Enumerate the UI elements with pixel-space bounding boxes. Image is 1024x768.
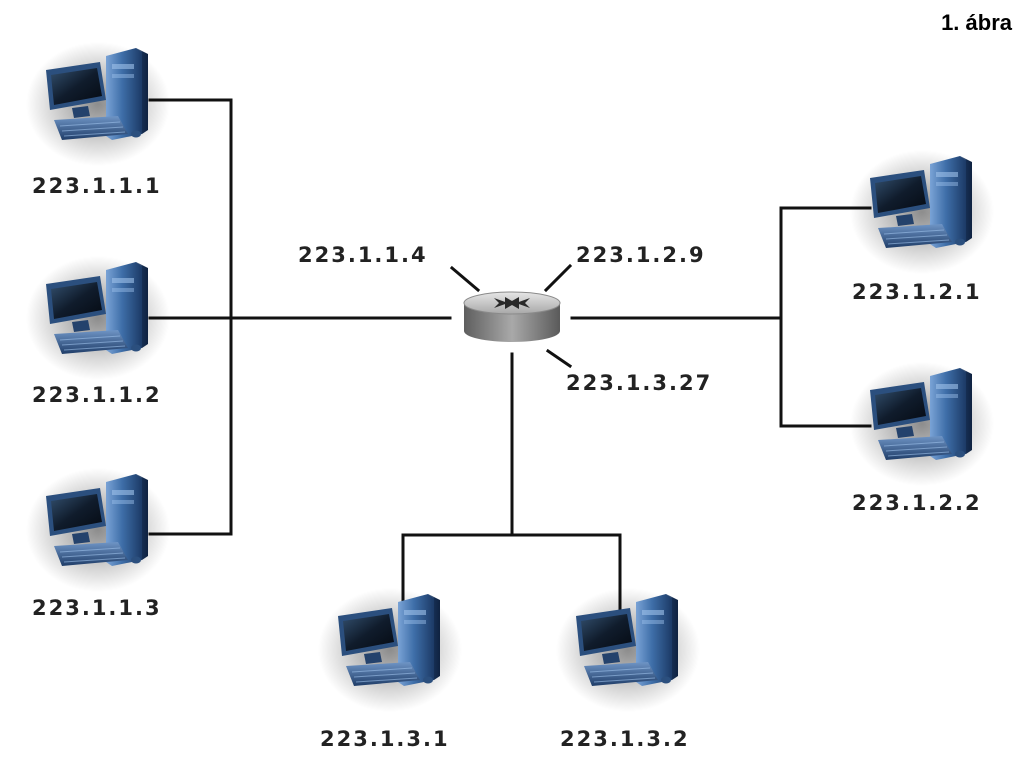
computer-icon	[25, 467, 171, 593]
bus-subnet-223-1-3	[401, 533, 622, 617]
router-interface-label: 223.1.1.4	[298, 243, 428, 267]
router-interface-label: 223.1.3.27	[566, 371, 712, 395]
host-labels: 223.1.1.1 223.1.1.2 223.1.1.3 223.1.2.1 …	[32, 174, 982, 751]
router-interface-label: 223.1.2.9	[576, 243, 706, 267]
host-label: 223.1.1.2	[32, 383, 162, 407]
bus-subnet-223-1-2	[779, 206, 872, 428]
router-interface-labels: 223.1.1.4 223.1.2.9 223.1.3.27	[298, 243, 712, 395]
hosts-layer	[25, 41, 995, 713]
router-arrows-icon	[494, 297, 530, 309]
network-links	[148, 98, 872, 617]
computer-icon	[849, 361, 995, 487]
figure-title: 1. ábra	[941, 10, 1013, 35]
host-label: 223.1.2.2	[852, 491, 982, 515]
host-label: 223.1.1.3	[32, 596, 162, 620]
host-label: 223.1.1.1	[32, 174, 162, 198]
leader-223-1-3-27	[545, 348, 573, 369]
computer-icon	[317, 587, 463, 713]
computer-icon	[25, 255, 171, 381]
router-icon	[463, 291, 561, 342]
leader-223-1-2-9	[543, 263, 573, 293]
leader-223-1-1-4	[449, 265, 481, 293]
computer-icon	[555, 587, 701, 713]
host-label: 223.1.3.1	[320, 727, 450, 751]
host-label: 223.1.2.1	[852, 280, 982, 304]
computer-icon	[849, 149, 995, 275]
computer-icon	[25, 41, 171, 167]
host-label: 223.1.3.2	[560, 727, 690, 751]
